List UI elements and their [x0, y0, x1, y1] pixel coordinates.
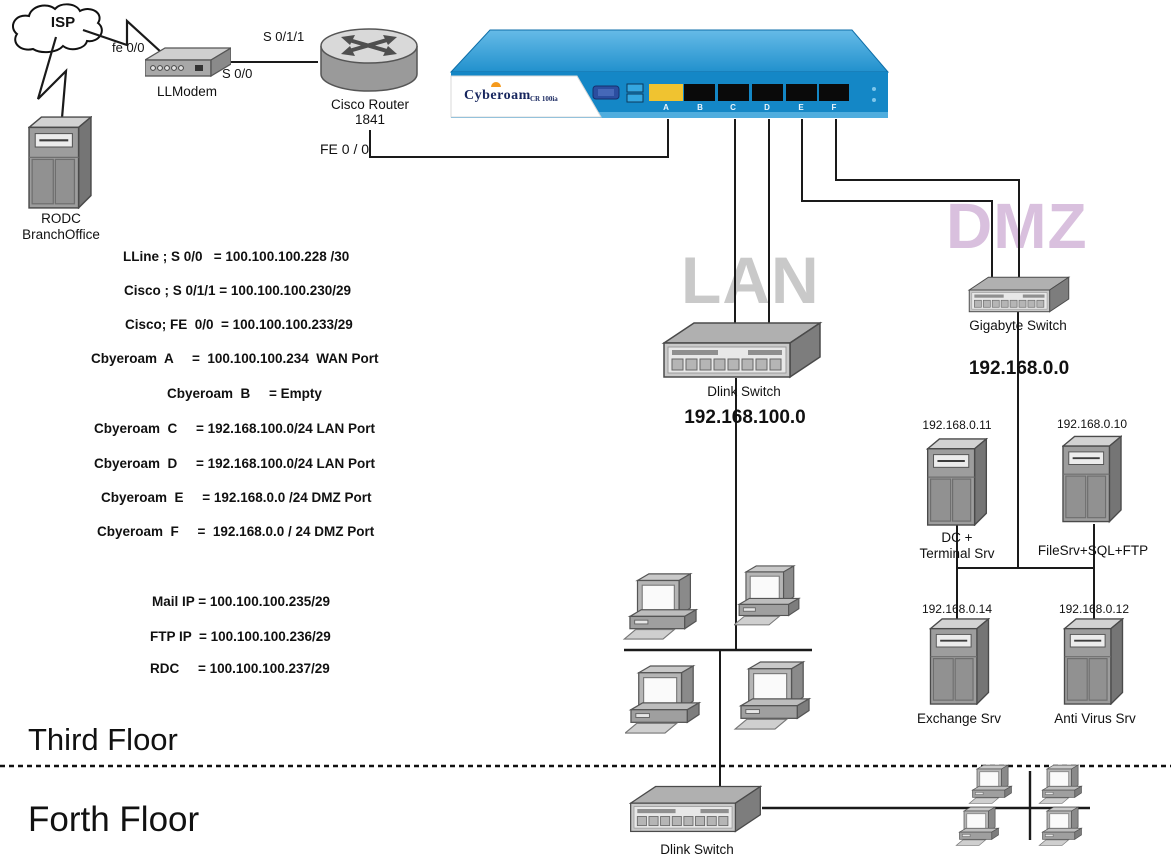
port-label-e: E	[798, 103, 804, 112]
server-name-label: Terminal Srv	[919, 546, 995, 561]
interface-label-fe0-0: FE 0 / 0	[320, 141, 370, 157]
port-label-a: A	[663, 103, 669, 112]
workstation-icon	[625, 665, 700, 734]
lan-zone-watermark: LAN	[681, 243, 820, 317]
router-model-label: 1841	[354, 112, 386, 127]
cyberoam-appliance-icon	[449, 29, 890, 118]
interface-label-s00: S 0/0	[222, 66, 253, 81]
workstation-icon	[734, 661, 810, 730]
server-ip-label: 192.168.0.11	[922, 418, 992, 432]
bottom-switch-label: Dlink Switch	[660, 842, 734, 857]
port-label-b: B	[697, 103, 703, 112]
router-label: Cisco Router	[330, 97, 410, 112]
modem-label: LLModem	[156, 84, 218, 99]
port-c	[718, 84, 749, 101]
server-name-label: Exchange Srv	[916, 711, 1002, 726]
server-name-label: DC +	[941, 530, 973, 545]
cyberoam-model: CR 100ia	[530, 95, 558, 103]
port-d	[752, 84, 783, 101]
dmz-zone-watermark: DMZ	[946, 190, 1088, 262]
config-note: Cbyeroam D = 192.168.100.0/24 LAN Port	[94, 456, 376, 471]
config-note: Cbyeroam C = 192.168.100.0/24 LAN Port	[94, 421, 376, 436]
config-note: FTP IP = 100.100.100.236/29	[150, 629, 331, 644]
rodc-label2: BranchOffice	[22, 227, 100, 242]
config-note: Cbyeroam A = 100.100.100.234 WAN Port	[91, 351, 379, 366]
server-ip-label: 192.168.0.12	[1058, 602, 1130, 616]
llmodem-icon	[145, 47, 231, 77]
port-e	[786, 84, 817, 101]
port-label-d: D	[764, 103, 770, 112]
antivirus-server-icon	[1063, 618, 1124, 705]
cyberoam-brand: Cyberoam	[464, 88, 531, 103]
isp-cloud-icon	[12, 3, 103, 54]
workstation-icon	[734, 565, 800, 626]
third-floor-label: Third Floor	[28, 722, 178, 757]
interface-label-fe00: fe 0/0	[112, 40, 145, 55]
workstation-icon	[955, 806, 999, 846]
server-name-label: Anti Virus Srv	[1054, 711, 1136, 726]
rodc-label: RODC	[41, 211, 81, 226]
link-router-porta	[369, 119, 669, 158]
config-note: Cbyeroam B = Empty	[167, 386, 322, 401]
isp-label: ISP	[50, 14, 76, 31]
server-name-label: FileSrv+SQL+FTP	[1037, 543, 1149, 558]
cyberoam-label-panel	[450, 75, 602, 118]
config-note: Cisco; FE 0/0 = 100.100.100.233/29	[125, 317, 353, 332]
dc-terminal-server-icon	[926, 438, 988, 526]
port-b	[684, 84, 715, 101]
dmz-switch-label: Gigabyte Switch	[969, 318, 1067, 333]
led-indicator	[626, 83, 644, 93]
link-isp-rodc	[36, 36, 68, 119]
port-f	[819, 84, 849, 101]
link-isp-modem	[82, 18, 174, 64]
workstation-icon	[1038, 806, 1082, 846]
cyberoam-logo-arc	[491, 82, 501, 87]
port-label-f: F	[831, 103, 837, 112]
exchange-server-icon	[929, 618, 990, 705]
config-note: Cbyeroam F = 192.168.0.0 / 24 DMZ Port	[97, 524, 375, 539]
dmz-network-label: 192.168.0.0	[968, 358, 1070, 379]
config-note: LLine ; S 0/0 = 100.100.100.228 /30	[123, 249, 350, 264]
config-note: RDC = 100.100.100.237/29	[150, 661, 330, 676]
dmz-switch-icon	[968, 276, 1070, 313]
workstation-icon	[968, 764, 1012, 804]
server-ip-label: 192.168.0.10	[1056, 417, 1128, 431]
rodc-server-icon	[28, 116, 92, 209]
port-a	[649, 84, 683, 101]
link-porte-dmzswitch	[801, 119, 993, 282]
workstation-icon	[1038, 764, 1082, 804]
lan-network-label: 192.168.100.0	[684, 407, 806, 428]
interface-label-s011: S 0/1/1	[263, 29, 305, 44]
link-portf-dmzswitch	[835, 119, 1020, 282]
port-label-c: C	[730, 103, 736, 112]
config-note: Cisco ; S 0/1/1 = 100.100.100.230/29	[124, 283, 352, 298]
config-note: Mail IP = 100.100.100.235/29	[152, 594, 331, 609]
cisco-router-icon	[321, 29, 417, 91]
server-ip-label: 192.168.0.14	[921, 602, 993, 616]
lan-switch-icon	[663, 322, 821, 378]
bottom-switch-icon	[629, 785, 762, 833]
filesrv-sql-ftp-server-icon	[1062, 435, 1122, 523]
config-note: Cbyeroam E = 192.168.0.0 /24 DMZ Port	[101, 490, 372, 505]
forth-floor-label: Forth Floor	[28, 800, 200, 839]
led-indicator	[626, 93, 644, 103]
lan-switch-label: Dlink Switch	[707, 384, 781, 399]
workstation-icon	[623, 573, 697, 640]
